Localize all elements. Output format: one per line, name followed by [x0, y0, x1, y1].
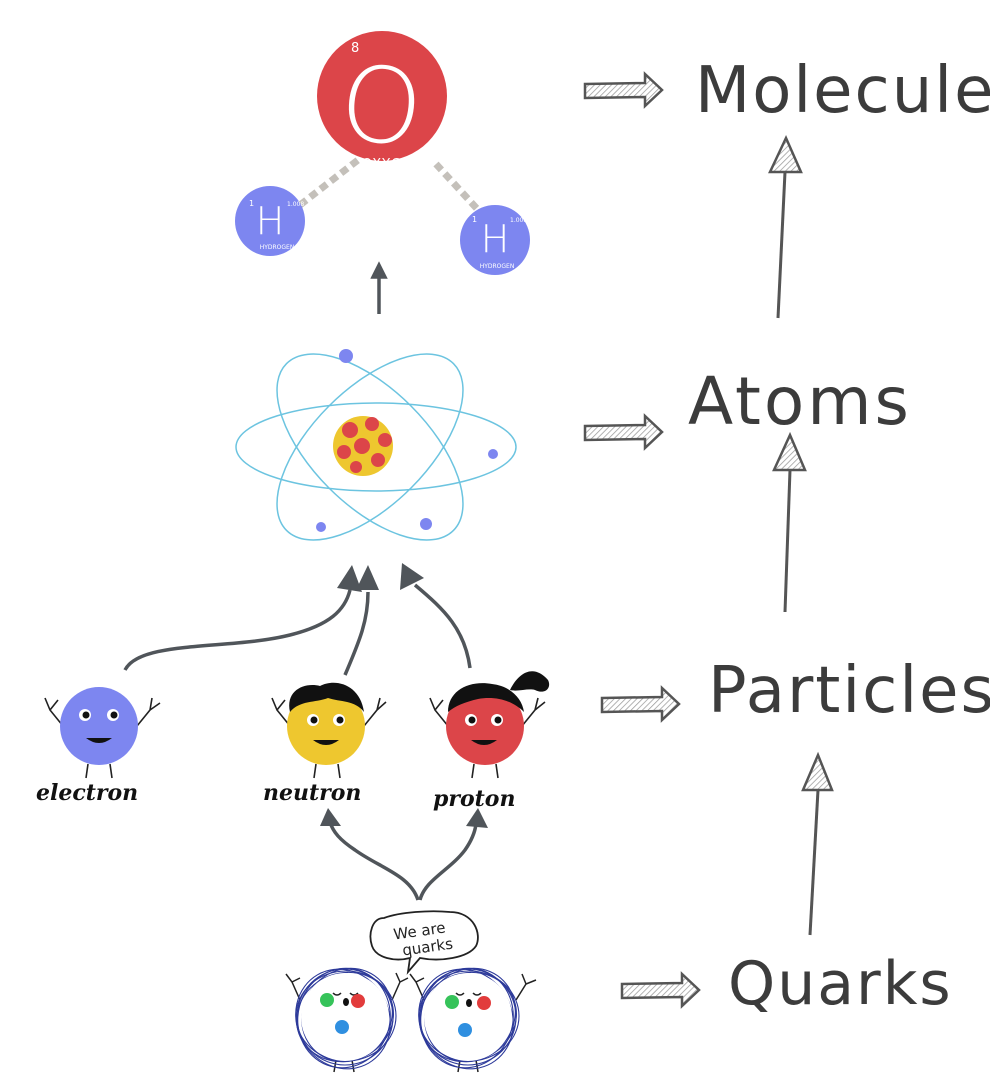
arrow-proton-to-atom: [400, 563, 472, 669]
proton-label: proton: [433, 786, 515, 812]
orbit-diagonal-b: [276, 353, 464, 541]
hydrogen-right-name: HYDROGEN: [480, 263, 515, 270]
hydrogen-left-atomic-mass: 1.008: [287, 201, 304, 208]
red-quark: [351, 994, 365, 1008]
orbit-diagonal-a: [276, 353, 464, 541]
oxygen-name: OXYGEN: [362, 157, 422, 172]
hydrogen-left-atomic-number: 1: [249, 199, 254, 208]
bond-right: [433, 161, 483, 215]
neutron-hair: [289, 682, 364, 712]
neutron-label: neutron: [263, 780, 361, 806]
neutron-character: [271, 682, 387, 779]
orbit-electron: [339, 349, 353, 363]
hydrogen-right-symbol: H: [481, 217, 510, 261]
arrow-quarks-to-particles: [801, 751, 834, 936]
green-quark: [320, 993, 334, 1007]
hydrogen-right-atomic-mass: 1.008: [510, 217, 527, 224]
arrow-quarks-to-label: [620, 971, 701, 1009]
hydrogen-right-atomic-number: 1: [472, 215, 477, 224]
arrow-atoms-to-molecules: [768, 134, 803, 319]
orbit-horizontal: [235, 402, 517, 492]
electron-label: electron: [36, 780, 138, 806]
orbit-electron: [488, 449, 498, 459]
electron-character: [44, 687, 161, 779]
proton-ponytail: [510, 671, 550, 692]
bond-left: [297, 157, 361, 208]
hydrogen-left-symbol: H: [256, 199, 285, 243]
green-quark: [445, 995, 459, 1009]
arrow-particles-to-label: [600, 685, 681, 723]
water-molecule: 8 15.999 O OXYGEN 1 1.008 H HYDROGEN 1 1…: [235, 31, 530, 275]
label-atoms: Atoms: [688, 363, 912, 440]
arrow-molecule-to-label: [583, 71, 664, 109]
red-quark: [477, 996, 491, 1010]
arrow-electron-to-atom: [123, 565, 362, 671]
atom-nucleus: [333, 416, 393, 476]
label-particles: Particles: [708, 654, 990, 728]
label-molecules: Molecules: [695, 54, 990, 128]
atom-model: [235, 349, 517, 541]
hydrogen-atom-left: 1 1.008 H HYDROGEN: [235, 186, 305, 256]
oxygen-atomic-number: 8: [351, 41, 359, 56]
proton-hair: [448, 683, 524, 712]
hydrogen-left-name: HYDROGEN: [260, 244, 295, 251]
blue-quark: [335, 1020, 349, 1034]
orbit-electron: [316, 522, 326, 532]
hydrogen-atom-right: 1 1.008 H HYDROGEN: [460, 205, 530, 275]
label-quarks: Quarks: [728, 949, 953, 1019]
oxygen-symbol: O: [334, 41, 428, 171]
blue-quark: [458, 1023, 472, 1037]
quarks-speech-bubble: We are quarks: [369, 910, 479, 975]
oxygen-atom: 8 15.999 O OXYGEN: [317, 31, 465, 172]
arrow-atom-to-label: [583, 413, 664, 451]
quark-character-right: [409, 967, 537, 1073]
quark-character-left: [285, 967, 409, 1073]
arrow-quarks-to-proton: [418, 808, 488, 901]
arrow-neutron-to-atom: [343, 565, 379, 676]
proton-character: [429, 671, 550, 779]
orbit-electron: [420, 518, 432, 530]
oxygen-atomic-mass: 15.999: [430, 44, 465, 55]
arrow-quarks-to-neutron: [320, 808, 420, 901]
arrow-particles-to-atoms: [772, 431, 807, 613]
